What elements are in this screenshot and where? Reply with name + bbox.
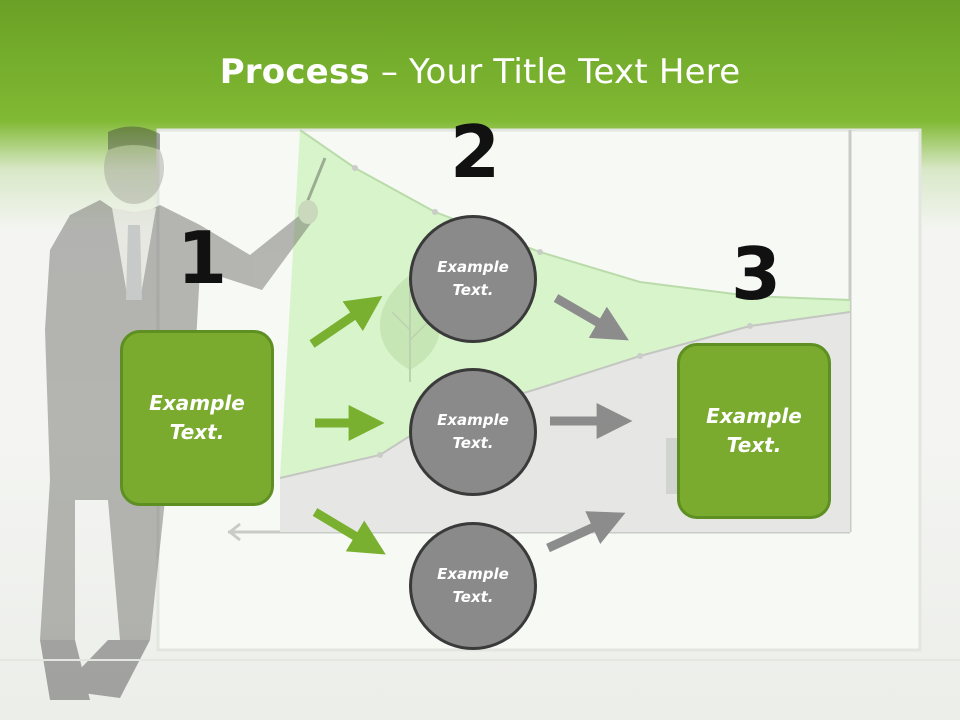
circle-top-line2: Text. bbox=[452, 281, 494, 299]
arrow-gray-up bbox=[546, 511, 626, 553]
chart-bar bbox=[666, 438, 678, 494]
circle-step-middle[interactable]: Example Text. bbox=[409, 368, 537, 496]
right-box-line2: Text. bbox=[726, 433, 782, 457]
step-number-3: 3 bbox=[731, 232, 782, 316]
left-box-line2: Text. bbox=[169, 420, 225, 444]
arrow-green-down bbox=[312, 508, 386, 555]
left-box-line1: Example bbox=[149, 391, 245, 415]
circle-step-bottom[interactable]: Example Text. bbox=[409, 522, 537, 650]
step-number-1: 1 bbox=[177, 216, 228, 300]
right-step-box[interactable]: Example Text. bbox=[677, 343, 831, 519]
title-rest: – Your Title Text Here bbox=[369, 52, 741, 92]
circle-middle-line2: Text. bbox=[452, 434, 494, 452]
circle-middle-line1: Example bbox=[437, 411, 509, 429]
axis-arrowhead bbox=[227, 522, 241, 542]
step-number-2: 2 bbox=[450, 110, 501, 194]
left-step-box[interactable]: Example Text. bbox=[120, 330, 274, 506]
circle-bottom-line1: Example bbox=[437, 565, 509, 583]
arrow-gray-down bbox=[553, 294, 629, 341]
title-bold: Process bbox=[219, 52, 370, 92]
circle-top-line1: Example bbox=[437, 258, 509, 276]
arrow-green-up bbox=[309, 295, 383, 348]
circle-step-top[interactable]: Example Text. bbox=[409, 215, 537, 343]
circle-bottom-line2: Text. bbox=[452, 588, 494, 606]
slide-title: Process – Your Title Text Here bbox=[0, 52, 960, 92]
right-box-line1: Example bbox=[706, 404, 802, 428]
